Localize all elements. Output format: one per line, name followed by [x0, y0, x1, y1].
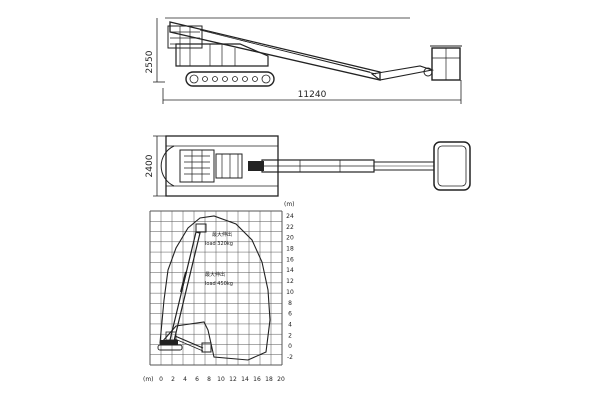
chart-grid	[149, 210, 283, 366]
x-axis-unit: (m)	[143, 376, 154, 383]
y-tick-label: 12	[286, 278, 294, 285]
y-tick-label: 0	[288, 343, 292, 350]
x-tick-label: 8	[207, 376, 211, 383]
y-tick-label: 22	[286, 224, 294, 231]
side-view: 2550 11240	[145, 17, 462, 104]
x-tick-label: 6	[195, 376, 199, 383]
x-tick-label: 2	[171, 376, 175, 383]
y-tick-label: 8	[288, 300, 292, 307]
x-tick-label: 16	[253, 376, 261, 383]
y-tick-label: 18	[286, 246, 294, 253]
x-tick-label: 14	[241, 376, 249, 383]
upper-load-label-b: load 320kg	[205, 241, 233, 247]
y-tick-label: -2	[287, 354, 293, 361]
x-axis-ticks: 0 2 4 6 8 10 12 14 16 18 20	[159, 376, 285, 383]
y-tick-label: 16	[286, 256, 294, 263]
height-dimension: 2550	[145, 50, 155, 73]
y-tick-label: 10	[286, 289, 294, 296]
x-tick-label: 10	[217, 376, 225, 383]
x-tick-label: 12	[229, 376, 237, 383]
y-tick-label: 4	[288, 321, 292, 328]
width-dimension: 2400	[145, 154, 155, 177]
x-tick-label: 18	[265, 376, 273, 383]
y-tick-label: 6	[288, 311, 292, 318]
x-tick-label: 0	[159, 376, 163, 383]
x-tick-label: 4	[183, 376, 187, 383]
lower-load-label-b: load 450kg	[205, 281, 233, 287]
length-dimension: 11240	[298, 90, 327, 100]
y-tick-label: 20	[286, 235, 294, 242]
working-envelope	[159, 215, 271, 361]
upper-load-label-a: 最大伸出	[212, 231, 232, 238]
y-axis-unit: (m)	[284, 201, 295, 208]
lower-load-label-a: 最大伸出	[205, 271, 225, 278]
y-tick-label: 2	[288, 332, 292, 339]
top-view: 2400	[145, 135, 471, 197]
x-tick-label: 20	[277, 376, 285, 383]
y-tick-label: 24	[286, 213, 294, 220]
y-tick-label: 14	[286, 267, 294, 274]
